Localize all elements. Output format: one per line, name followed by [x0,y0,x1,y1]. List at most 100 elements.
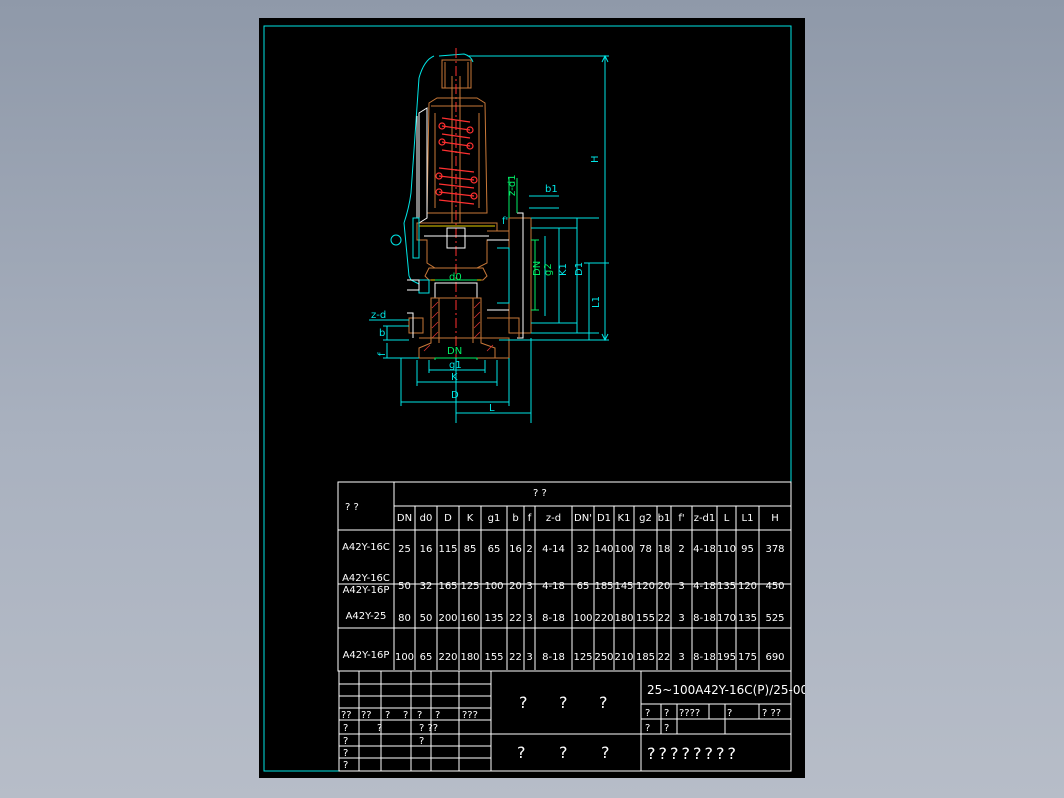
table-cell: 20 [658,581,671,592]
table-cell: 20 [509,581,522,592]
table-cell: 135 [484,613,503,624]
drawing-canvas: H L1 D1 K1 g2 DN z-d1 b1 f' d0 [263,25,805,772]
column-header: L [724,513,730,524]
title-right-r1-4: ? [727,708,732,719]
title-left-3: ? [385,710,390,721]
table-cell: 50 [420,613,433,624]
dim-L1: L1 [584,262,609,340]
title-block: 25~100A42Y-16C(P)/25-00 ? ? ? ? ? ? ? ? … [338,670,805,772]
table-cell: 3 [678,581,684,592]
spring-upper [438,117,474,155]
table-cell: 8-18 [542,613,565,624]
table-cell: 525 [765,613,784,624]
table-cell: 200 [438,613,457,624]
table-cell: 3 [526,652,532,663]
title-right-r1-2: ? [664,708,669,719]
table-cell: 378 [765,544,784,555]
table-cell: 185 [594,581,613,592]
dim-H: H [469,54,609,342]
row-model: A42Y-16P [343,650,390,661]
table-cell: 180 [460,652,479,663]
bonnet [426,97,488,214]
drawing-sheet: H L1 D1 K1 g2 DN z-d1 b1 f' d0 [259,18,805,778]
lever-cable [403,55,435,224]
table-cell: 8-18 [693,613,716,624]
table-cell: 120 [738,581,757,592]
table-cell: 2 [678,544,684,555]
valve-disc [424,267,488,281]
dim-inlet-flange: z-d b f [369,310,419,359]
title-left-r2-1: ? [343,723,348,734]
table-cell: 80 [398,613,411,624]
table-cell: 18 [658,544,671,555]
title-mid-top-2: ? [559,693,568,712]
label-K1: K1 [558,263,569,276]
dim-bottom: DN g1 K D L [400,338,532,423]
table-cell: 115 [438,544,457,555]
table-cell: 22 [509,652,522,663]
dim-outlet: D1 K1 g2 DN [531,217,599,334]
column-header: DN [397,513,412,524]
table-cell: 220 [438,652,457,663]
table-cell: 4-18 [693,544,716,555]
title-left-2: ?? [361,710,372,721]
column-header: z-d1 [694,513,716,524]
title-mid-bottom-1: ? [517,743,526,762]
row-model: A42Y-16P [343,585,390,596]
row-model: A42Y-25 [346,611,387,622]
title-mid-bottom-2: ? [559,743,568,762]
label-zd: z-d [371,310,386,321]
table-cell: 250 [594,652,613,663]
table-cell: 95 [741,544,754,555]
valve-stem [451,76,461,223]
column-header: K1 [618,513,631,524]
table-cell: 135 [738,613,757,624]
spring-lower [435,167,478,205]
title-left-6: ? [435,710,440,721]
table-cell: 3 [678,613,684,624]
table-corner-header: ? ? [345,502,359,513]
table-cell: 65 [488,544,501,555]
label-H: H [590,155,601,163]
table-cell: 185 [636,652,655,663]
label-DN: DN [447,346,462,357]
table-cell: 22 [658,652,671,663]
table-cell: 690 [765,652,784,663]
table-cell: 100 [395,652,414,663]
table-cell: 100 [484,581,503,592]
label-g2: g2 [543,263,554,276]
table-cell: 155 [636,613,655,624]
column-header: g1 [488,513,501,524]
title-right-r1-5: ? ?? [762,708,781,719]
row-model: A42Y-16C [342,573,390,584]
table-cell: 3 [678,652,684,663]
table-cell: 155 [484,652,503,663]
title-mid-top-1: ? [519,693,528,712]
table-cell: 165 [438,581,457,592]
table-cell: 175 [738,652,757,663]
column-header: K [467,513,474,524]
table-cell: 22 [658,613,671,624]
drawing-number: 25~100A42Y-16C(P)/25-00 [647,683,805,697]
table-cell: 8-18 [542,652,565,663]
table-cell: 100 [614,544,633,555]
title-left-r5: ? [343,760,348,771]
table-cell: 210 [614,652,633,663]
table-cell: 65 [420,652,433,663]
table-cell: 50 [398,581,411,592]
company-name: ???????? [647,744,739,763]
label-zd1: z-d1 [507,174,518,196]
label-b: b [379,328,385,339]
column-header: L1 [742,513,754,524]
table-cell: 2 [526,544,532,555]
column-header: D [444,513,452,524]
label-L1: L1 [591,296,602,308]
column-header: f' [678,513,684,524]
table-cell: 32 [577,544,590,555]
title-left-r2-2: ? [377,723,382,734]
cap-line [438,53,474,63]
title-left-r3b: ? [419,736,424,747]
top-cap [441,59,472,89]
valve-body-upper [416,222,510,269]
title-left-4: ? [403,710,408,721]
